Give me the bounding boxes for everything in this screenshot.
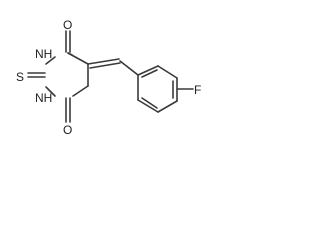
benzene-inner-3 [141, 97, 158, 109]
atom-o-bottom: O [63, 123, 72, 137]
benzene-bond-5 [137, 99, 159, 113]
bond-c2-n3 [45, 56, 56, 65]
bond-n1-c2 [45, 86, 56, 97]
molecule-drawing: O NH S NH O F [16, 18, 201, 137]
bond-exo-ring [119, 60, 139, 76]
molecule-structure: O NH S NH O F [0, 0, 211, 147]
atom-f: F [194, 83, 201, 97]
benzene-bond-2 [157, 65, 178, 79]
bond-n3-c4 [67, 52, 73, 56]
bond-c5-exo-a [87, 58, 120, 65]
atom-nh-top: NH [35, 47, 52, 61]
atom-nh-bottom: NH [35, 91, 52, 105]
benzene-inner-1 [141, 69, 158, 78]
atom-o-top: O [63, 18, 72, 32]
bond-c5-exo-b [89, 62, 121, 69]
bond-c6-n1 [72, 85, 89, 97]
benzene-bond-4 [157, 100, 178, 113]
atom-s: S [16, 70, 24, 84]
benzene-bond-1 [137, 65, 159, 76]
